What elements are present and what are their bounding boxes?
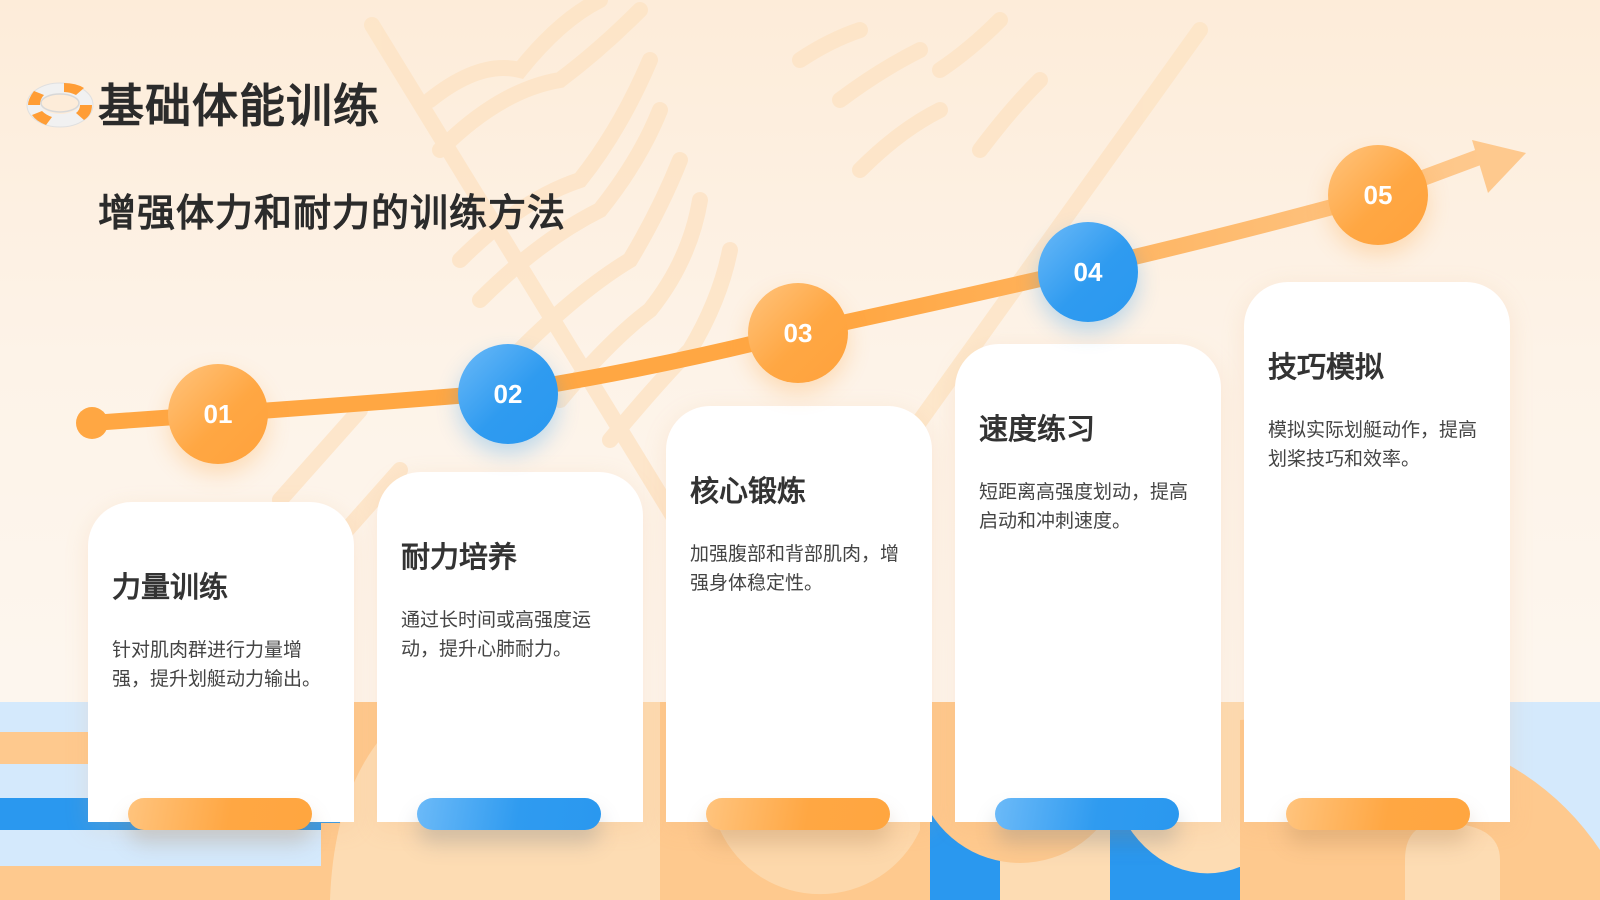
step-title: 耐力培养 — [401, 540, 518, 574]
step-title: 力量训练 — [112, 570, 229, 604]
step-description: 针对肌肉群进行力量增强，提升划艇动力输出。 — [112, 639, 322, 690]
step-pill-4 — [995, 798, 1179, 830]
step-number-4: 04 — [1038, 222, 1138, 322]
step-description: 通过长时间或高强度运动，提升心肺耐力。 — [401, 609, 592, 660]
step-number-1: 01 — [168, 364, 268, 464]
step-title: 速度练习 — [979, 412, 1096, 446]
step-description: 模拟实际划艇动作，提高划桨技巧和效率。 — [1268, 419, 1478, 470]
step-pill-5 — [1286, 798, 1470, 830]
title-row: 基础体能训练 — [24, 70, 380, 136]
step-card-4: 速度练习 短距离高强度划动，提高启动和冲刺速度。 — [955, 344, 1221, 822]
step-card-2: 耐力培养 通过长时间或高强度运动，提升心肺耐力。 — [377, 472, 643, 822]
step-number-2: 02 — [458, 344, 558, 444]
step-pill-2 — [417, 798, 601, 830]
step-card-3: 核心锻炼 加强腹部和背部肌肉，增强身体稳定性。 — [666, 406, 932, 822]
step-title: 核心锻炼 — [690, 474, 807, 508]
step-pill-3 — [706, 798, 890, 830]
lifebuoy-icon — [26, 82, 94, 128]
timeline-start-dot — [76, 407, 108, 439]
step-pill-1 — [128, 798, 312, 830]
step-title: 技巧模拟 — [1268, 350, 1385, 384]
arrow-right-icon — [1472, 140, 1526, 193]
step-number-3: 03 — [748, 283, 848, 383]
page-subtitle: 增强体力和耐力的训练方法 — [98, 191, 567, 235]
step-number-5: 05 — [1328, 145, 1428, 245]
step-description: 加强腹部和背部肌肉，增强身体稳定性。 — [690, 543, 900, 594]
step-card-5: 技巧模拟 模拟实际划艇动作，提高划桨技巧和效率。 — [1244, 282, 1510, 822]
step-card-1: 力量训练 针对肌肉群进行力量增强，提升划艇动力输出。 — [88, 502, 354, 822]
step-description: 短距离高强度划动，提高启动和冲刺速度。 — [979, 481, 1189, 532]
page-title: 基础体能训练 — [98, 79, 380, 133]
